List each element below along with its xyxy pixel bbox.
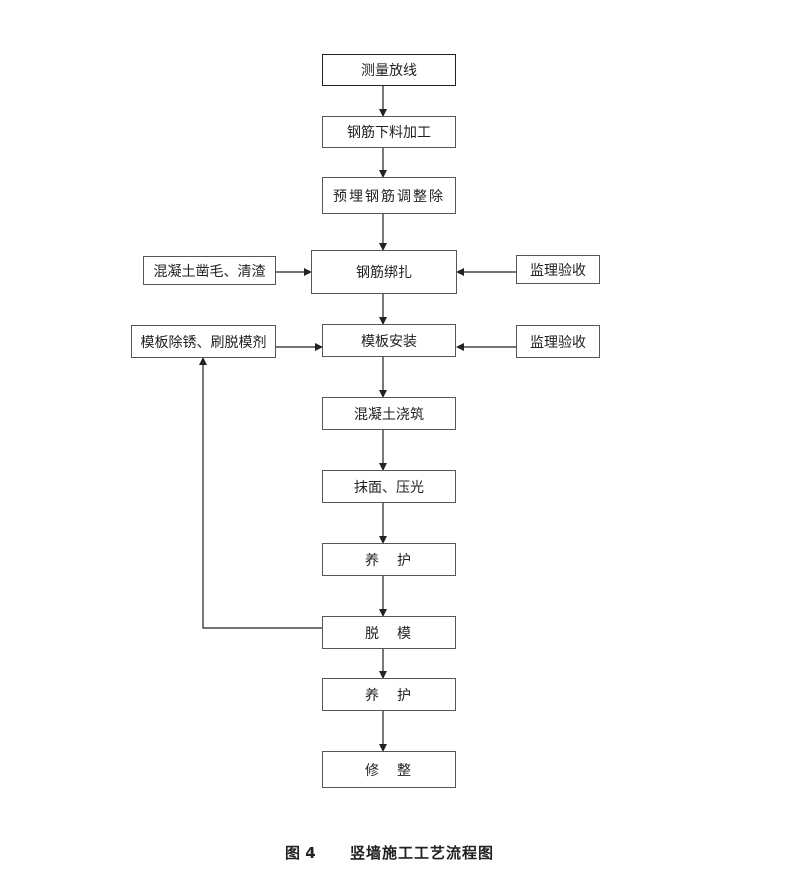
input-concrete-chiseling: 混凝土凿毛、清渣 [143, 256, 276, 285]
step-rebar-cutting: 钢筋下料加工 [322, 116, 456, 148]
input-formwork-derust: 模板除锈、刷脱模剂 [131, 325, 276, 358]
step-formwork-install: 模板安装 [322, 324, 456, 357]
figure-caption: 图 4 竖墙施工工艺流程图 [0, 842, 793, 862]
figure-title: 竖墙施工工艺流程图 [350, 844, 495, 862]
step-embedded-rebar-adjust: 预埋钢筋调整除 [322, 177, 456, 214]
step-survey: 测量放线 [322, 54, 456, 86]
step-trowel-finish: 抹面、压光 [322, 470, 456, 503]
step-rebar-binding: 钢筋绑扎 [311, 250, 457, 294]
step-trimming: 修 整 [322, 751, 456, 788]
step-curing-2: 养 护 [322, 678, 456, 711]
step-curing-1: 养 护 [322, 543, 456, 576]
step-demolding: 脱 模 [322, 616, 456, 649]
step-concrete-pouring: 混凝土浇筑 [322, 397, 456, 430]
feedback-arrow [199, 357, 323, 629]
figure-number: 图 4 [285, 844, 316, 862]
input-supervision-check-2: 监理验收 [516, 325, 600, 358]
input-supervision-check-1: 监理验收 [516, 255, 600, 284]
